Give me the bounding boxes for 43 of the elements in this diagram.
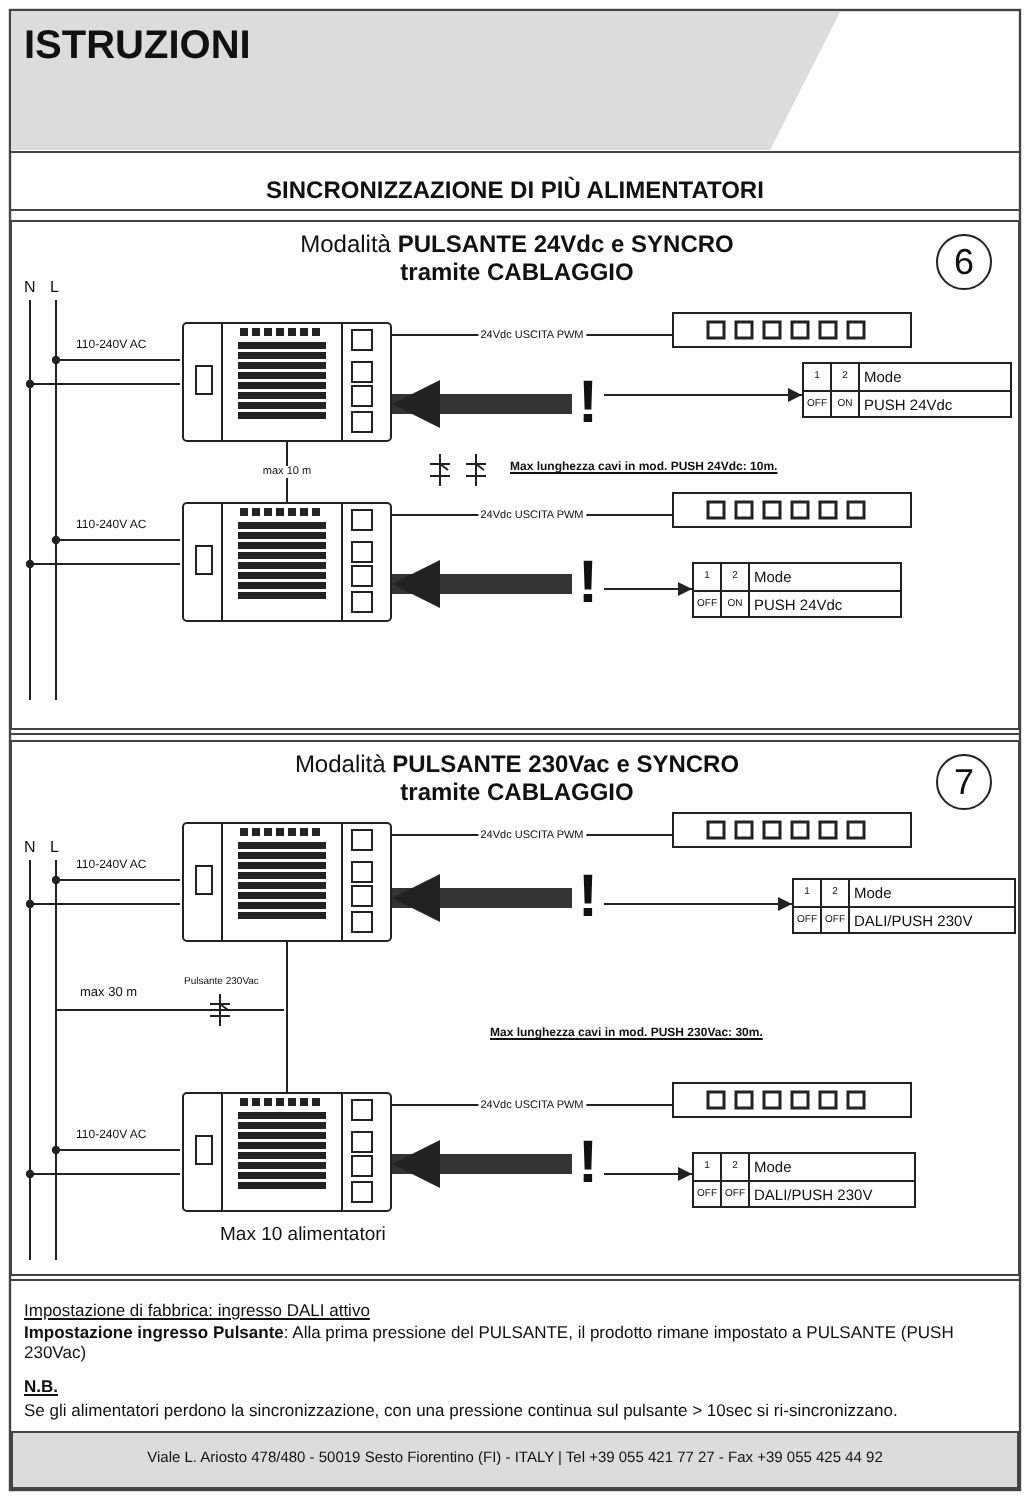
thick-arrow <box>392 380 572 428</box>
exclamation-mark: ! <box>572 552 604 616</box>
quantity-note: Max 10 alimentatori <box>220 1224 386 1247</box>
section-panel <box>10 740 1020 1276</box>
power-supply-unit <box>182 502 392 622</box>
wire-label: N <box>24 838 36 858</box>
thick-arrow <box>392 560 572 608</box>
arrow <box>603 582 693 596</box>
exclamation-mark: ! <box>572 1132 604 1196</box>
note-text: Se gli alimentatori perdono la sincronizzazione, con una pressione continua sul pulsante > 10sec si ri-sincronizzano. <box>24 1400 900 1421</box>
section-title: SINCRONIZZAZIONE DI PIÙ ALIMENTATORI <box>264 176 766 205</box>
led-strip <box>672 492 912 528</box>
led-strip <box>672 812 912 848</box>
wire-label: L <box>50 838 59 858</box>
mode-table <box>792 878 1016 934</box>
step-number: 6 <box>936 234 992 290</box>
thick-arrow <box>392 874 572 922</box>
power-supply-unit <box>182 322 392 442</box>
section-heading: Modalità PULSANTE 230Vac e SYNCRO tramite CABLAGGIO <box>292 750 742 806</box>
exclamation-mark: ! <box>572 372 604 436</box>
step-number: 7 <box>936 754 992 810</box>
mode-table <box>692 1152 916 1208</box>
arrow <box>603 388 803 402</box>
section-panel <box>10 220 1020 730</box>
note-text: Impostazione ingresso Pulsante: Alla prima pressione del PULSANTE, il prodotto rimane impostato a PULSANTE (PUSH 230Vac) <box>24 1322 956 1363</box>
exclamation-mark: ! <box>572 866 604 930</box>
mode-table <box>692 562 902 618</box>
note-text: Impostazione di fabbrica: ingresso DALI attivo <box>24 1300 370 1321</box>
arrow <box>603 1167 693 1181</box>
wire-label: N <box>24 278 36 298</box>
wire <box>286 441 288 503</box>
wire <box>286 941 288 1093</box>
note-heading: N.B. <box>24 1376 58 1397</box>
led-strip <box>672 312 912 348</box>
power-supply-unit <box>182 822 392 942</box>
led-strip <box>672 1082 912 1118</box>
power-supply-unit <box>182 1092 392 1212</box>
arrow <box>603 897 793 911</box>
mode-table <box>802 362 1012 418</box>
document-title: ISTRUZIONI <box>24 24 251 70</box>
wire-label: L <box>50 278 59 298</box>
section-heading: Modalità PULSANTE 24Vdc e SYNCRO tramite CABLAGGIO <box>298 230 736 286</box>
thick-arrow <box>392 1140 572 1188</box>
